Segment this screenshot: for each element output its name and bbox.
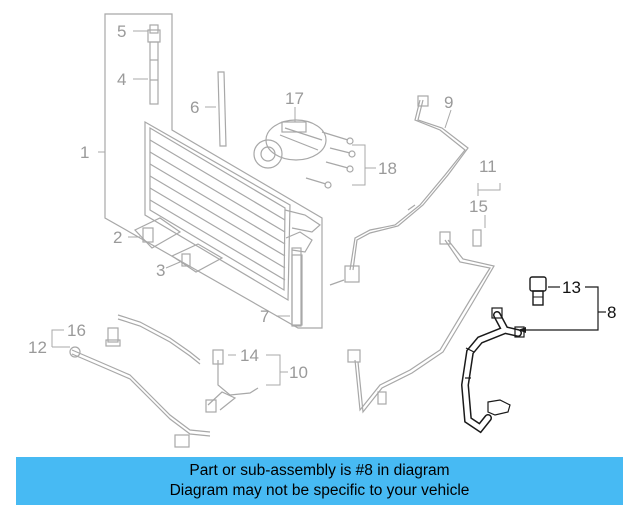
hose-11: [347, 231, 495, 414]
line-10: [205, 360, 259, 413]
callout-11: 11: [479, 157, 497, 176]
compressor: [253, 119, 327, 169]
callout-12: 12: [28, 338, 47, 357]
hose-9: [329, 95, 469, 286]
callout-8: 8: [607, 303, 616, 322]
callout-10: 10: [289, 363, 308, 382]
drier-cap: [149, 24, 159, 34]
callout-14: 14: [240, 346, 259, 365]
condenser-assembly: [104, 13, 323, 329]
valve-core-13: [529, 276, 547, 306]
callout-3: 3: [156, 261, 165, 280]
callout-17: 17: [285, 89, 304, 108]
leader-lines: [51, 30, 606, 386]
callout-1: 1: [80, 143, 89, 162]
bracket-2: [133, 217, 182, 249]
callout-9: 9: [444, 93, 453, 112]
seal-strip: [217, 71, 227, 147]
parts-diagram: 1 2 3 4 5 6 7 8 9 10 11 12 13 14 15 16 1…: [28, 13, 616, 448]
callout-4: 4: [117, 70, 126, 89]
valve-14: [212, 349, 224, 365]
callout-6: 6: [190, 98, 199, 117]
banner-line-2: Diagram may not be specific to your vehi…: [169, 482, 470, 499]
receiver-drier: [147, 29, 161, 105]
bracket-3: [170, 243, 224, 273]
hose-assembly-8: [460, 307, 525, 434]
info-banner: Part or sub-assembly is #8 in diagram Di…: [16, 457, 623, 505]
callout-18: 18: [378, 159, 397, 178]
callout-13: 13: [562, 278, 581, 297]
callout-15: 15: [469, 197, 488, 216]
hose-12: [69, 314, 211, 448]
pressure-switch: [105, 327, 121, 347]
banner-line-1: Part or sub-assembly is #8 in diagram: [189, 462, 450, 479]
callout-7: 7: [260, 307, 269, 326]
callout-16: 16: [67, 321, 86, 340]
compressor-bolts: [305, 131, 356, 189]
callout-2: 2: [113, 228, 122, 247]
callout-5: 5: [117, 22, 126, 41]
bracket-7: [291, 247, 302, 327]
callout-numbers: 1 2 3 4 5 6 7 8 9 10 11 12 13 14 15 16 1…: [28, 22, 616, 382]
valve-15: [472, 229, 482, 247]
